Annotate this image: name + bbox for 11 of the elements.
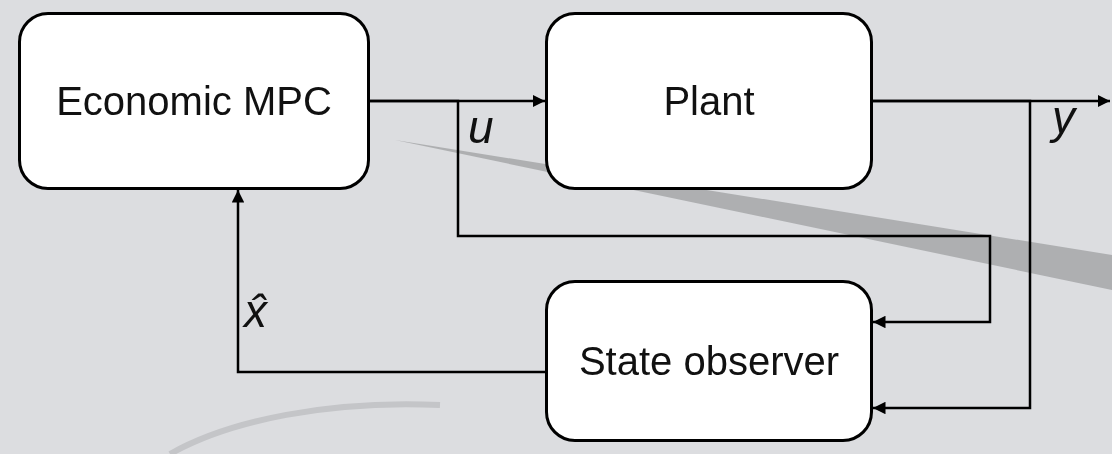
arrow xyxy=(873,99,1032,415)
edge-label: u xyxy=(468,102,494,152)
edge-label: x̂ xyxy=(244,286,267,336)
arrow xyxy=(370,99,992,329)
observer-box xyxy=(545,280,873,442)
node-label: Economic MPC xyxy=(56,78,332,124)
arrow xyxy=(231,190,545,374)
process-box xyxy=(545,12,873,190)
node-label: State observer xyxy=(578,338,840,384)
process-box xyxy=(18,12,370,190)
node-label: Plant xyxy=(663,78,755,124)
